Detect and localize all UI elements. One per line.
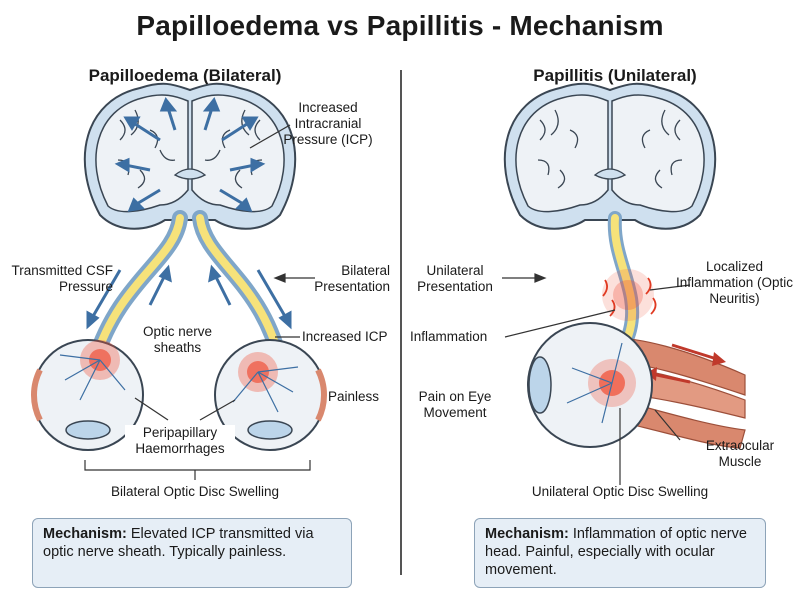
page-title: Papilloedema vs Papillitis - Mechanism bbox=[136, 10, 664, 41]
left-mechanism-label: Mechanism: bbox=[43, 526, 127, 542]
label-bilateral-presentation: Bilateral Presentation bbox=[314, 263, 390, 294]
right-brain bbox=[503, 82, 717, 230]
left-eye-2 bbox=[214, 339, 327, 451]
label-painless: Painless bbox=[328, 389, 380, 404]
localized-inflammation-glow bbox=[602, 269, 657, 321]
right-mechanism-box: Mechanism: Inflammation of optic nerve h… bbox=[474, 518, 766, 588]
label-unilateral-disc-swelling: Unilateral Optic Disc Swelling bbox=[531, 484, 709, 499]
left-leaders bbox=[84, 124, 315, 480]
right-mechanism-label: Mechanism: bbox=[485, 526, 569, 542]
right-mechanism-text: Inflammation of optic nerve head. Painfu… bbox=[485, 526, 747, 578]
label-unilateral-presentation: Unilateral Presentation bbox=[417, 263, 493, 294]
label-optic-nerve-sheaths: Optic nerve sheaths bbox=[135, 324, 220, 356]
left-mechanism-text: Elevated ICP transmitted via optic nerve… bbox=[43, 526, 314, 560]
label-bilateral-disc-swelling: Bilateral Optic Disc Swelling bbox=[110, 484, 280, 499]
icp-arrows bbox=[114, 97, 266, 212]
label-extraocular-muscle: Extraocular Muscle bbox=[705, 438, 775, 469]
right-leaders bbox=[502, 273, 691, 485]
label-peripapillary: Peripapillary Haemorrhages bbox=[125, 425, 235, 457]
right-eye bbox=[527, 322, 653, 448]
center-divider bbox=[400, 70, 402, 575]
left-optic-nerves bbox=[87, 210, 288, 368]
label-pain-on-movement: Pain on Eye Movement bbox=[418, 389, 492, 420]
label-increased-icp: Increased Intracranial Pressure (ICP) bbox=[283, 100, 373, 147]
left-mechanism-box: Mechanism: Elevated ICP transmitted via … bbox=[32, 518, 352, 588]
left-panel-heading: Papilloedema (Bilateral) bbox=[88, 66, 282, 85]
label-localized-inflammation: Localized Inflammation (Optic Neuritis) bbox=[675, 259, 794, 306]
sheath-arrows bbox=[86, 264, 292, 330]
right-panel-heading: Papillitis (Unilateral) bbox=[533, 66, 697, 85]
left-eye-1 bbox=[31, 339, 144, 451]
label-inflammation: Inflammation bbox=[410, 329, 488, 344]
label-increased-icp-short: Increased ICP bbox=[302, 329, 388, 344]
label-transmitted-csf: Transmitted CSF Pressure bbox=[11, 263, 113, 294]
